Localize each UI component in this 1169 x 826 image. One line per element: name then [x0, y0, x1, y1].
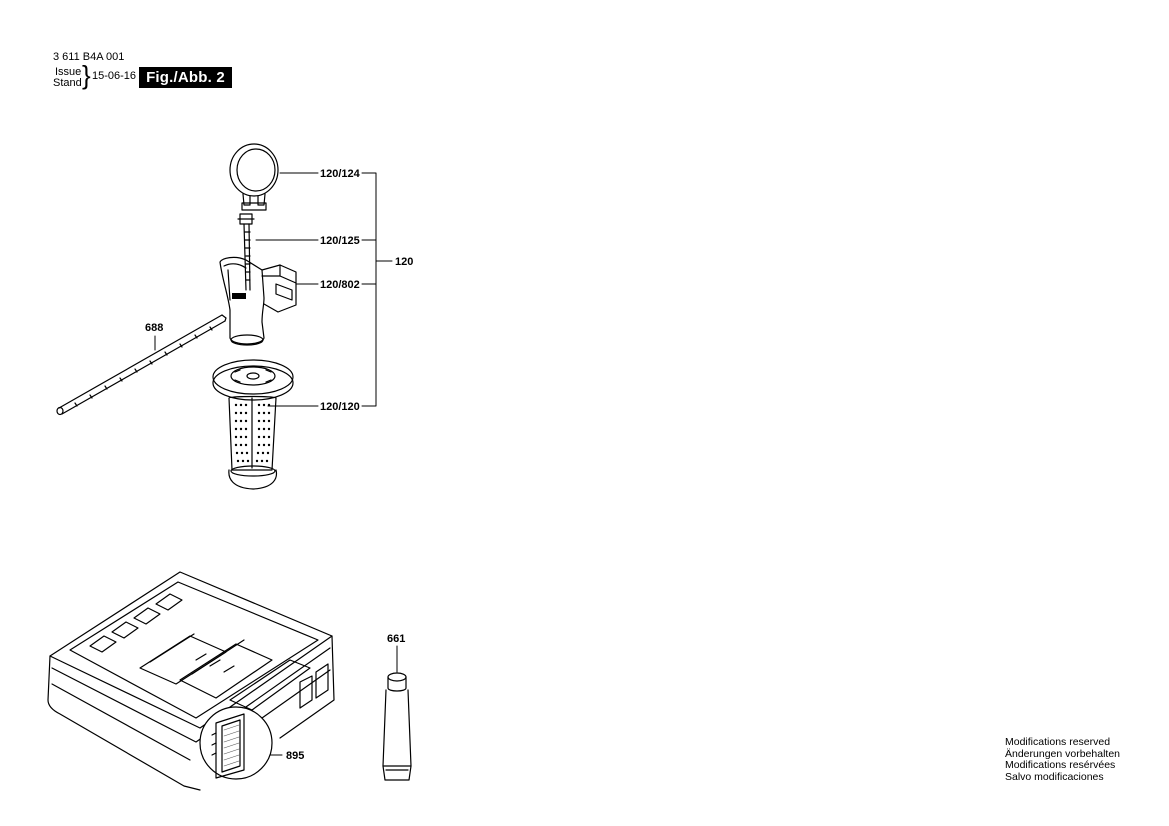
carrying-case: [47, 571, 335, 791]
bolt-part: [237, 213, 255, 291]
case-insert-texture: [223, 724, 240, 767]
issue-date: 15-06-16: [92, 70, 137, 82]
callout-housing: 120/802: [320, 279, 360, 291]
notice-line-es: Salvo modificaciones: [1005, 770, 1104, 783]
leader-lines: [154, 172, 398, 756]
notice-line-fr: Modifications resérvées: [1005, 759, 1116, 771]
depth-rod-part: [56, 314, 227, 416]
notice-line-en: Modifications reserved: [1005, 736, 1111, 748]
strap-part: [229, 143, 279, 211]
brace-icon: }: [82, 60, 91, 90]
callout-grip: 120/120: [320, 401, 360, 413]
callout-bolt: 120/125: [320, 235, 360, 247]
issue-label: Issue: [55, 66, 82, 78]
document-number: 3 611 B4A 001: [53, 51, 125, 63]
notice-line-de: Änderungen vorbehalten: [1005, 747, 1121, 760]
callout-depth-rod: 688: [145, 322, 164, 334]
housing-part: [219, 256, 297, 346]
callout-assembly: 120: [395, 256, 414, 268]
grease-tube: [382, 672, 412, 781]
callout-strap: 120/124: [320, 168, 360, 180]
stand-label: Stand: [53, 77, 82, 89]
modifications-notice: Modifications reserved Änderungen vorbeh…: [1005, 736, 1121, 783]
figure-label: Fig./Abb. 2: [139, 67, 232, 88]
grip-part: [212, 359, 294, 490]
callout-case-insert: 895: [286, 750, 305, 762]
callout-grease-tube: 661: [387, 633, 406, 645]
case-insert-detail: [199, 706, 273, 780]
